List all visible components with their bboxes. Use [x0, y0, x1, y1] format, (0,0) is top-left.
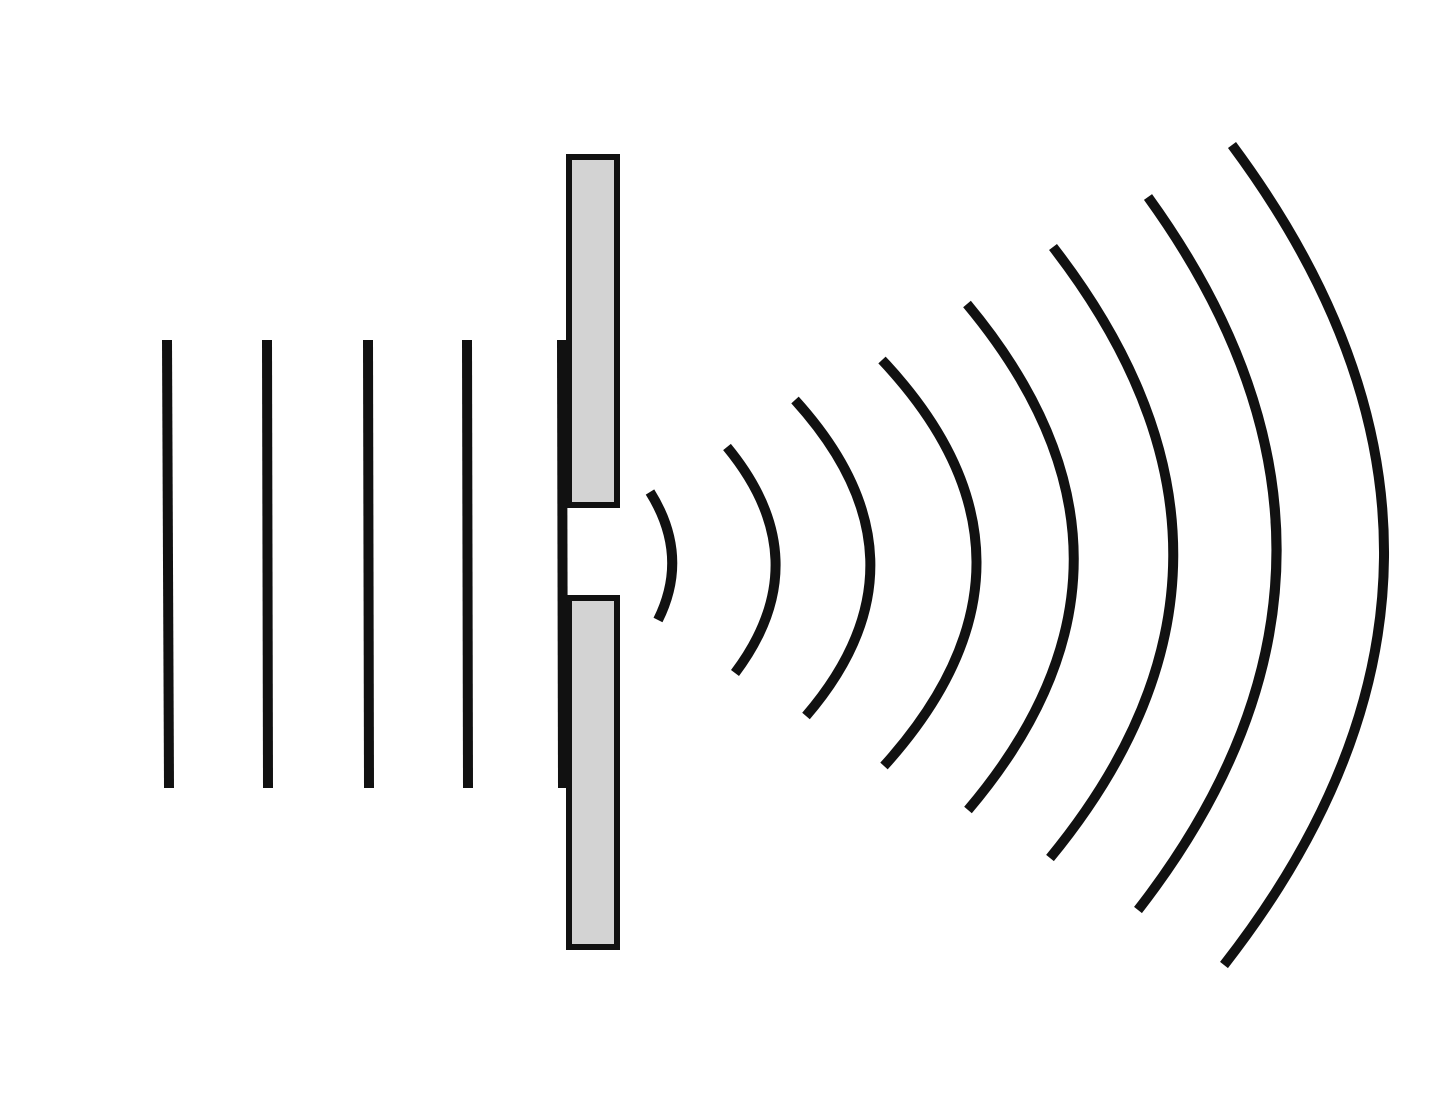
barrier-lower-section	[566, 595, 620, 950]
diffracted-wavefront	[791, 396, 876, 720]
diffracted-circular-waves	[645, 142, 1389, 969]
diffracted-wavefront	[878, 356, 982, 770]
diffracted-wavefront	[645, 489, 678, 623]
incident-wavefront	[462, 339, 473, 789]
incident-plane-waves	[162, 339, 568, 789]
diffracted-wavefront	[963, 300, 1079, 814]
diffracted-wavefront	[1220, 142, 1389, 969]
diffracted-wavefront	[723, 443, 781, 677]
diffracted-wavefront	[1134, 194, 1282, 914]
incident-wavefront	[363, 339, 374, 789]
slit-barrier	[566, 154, 620, 950]
incident-wavefront	[557, 339, 568, 789]
incident-wavefront	[262, 339, 273, 789]
incident-wavefront	[162, 339, 174, 789]
diffracted-wavefront	[1046, 243, 1179, 862]
barrier-upper-section	[566, 154, 620, 508]
